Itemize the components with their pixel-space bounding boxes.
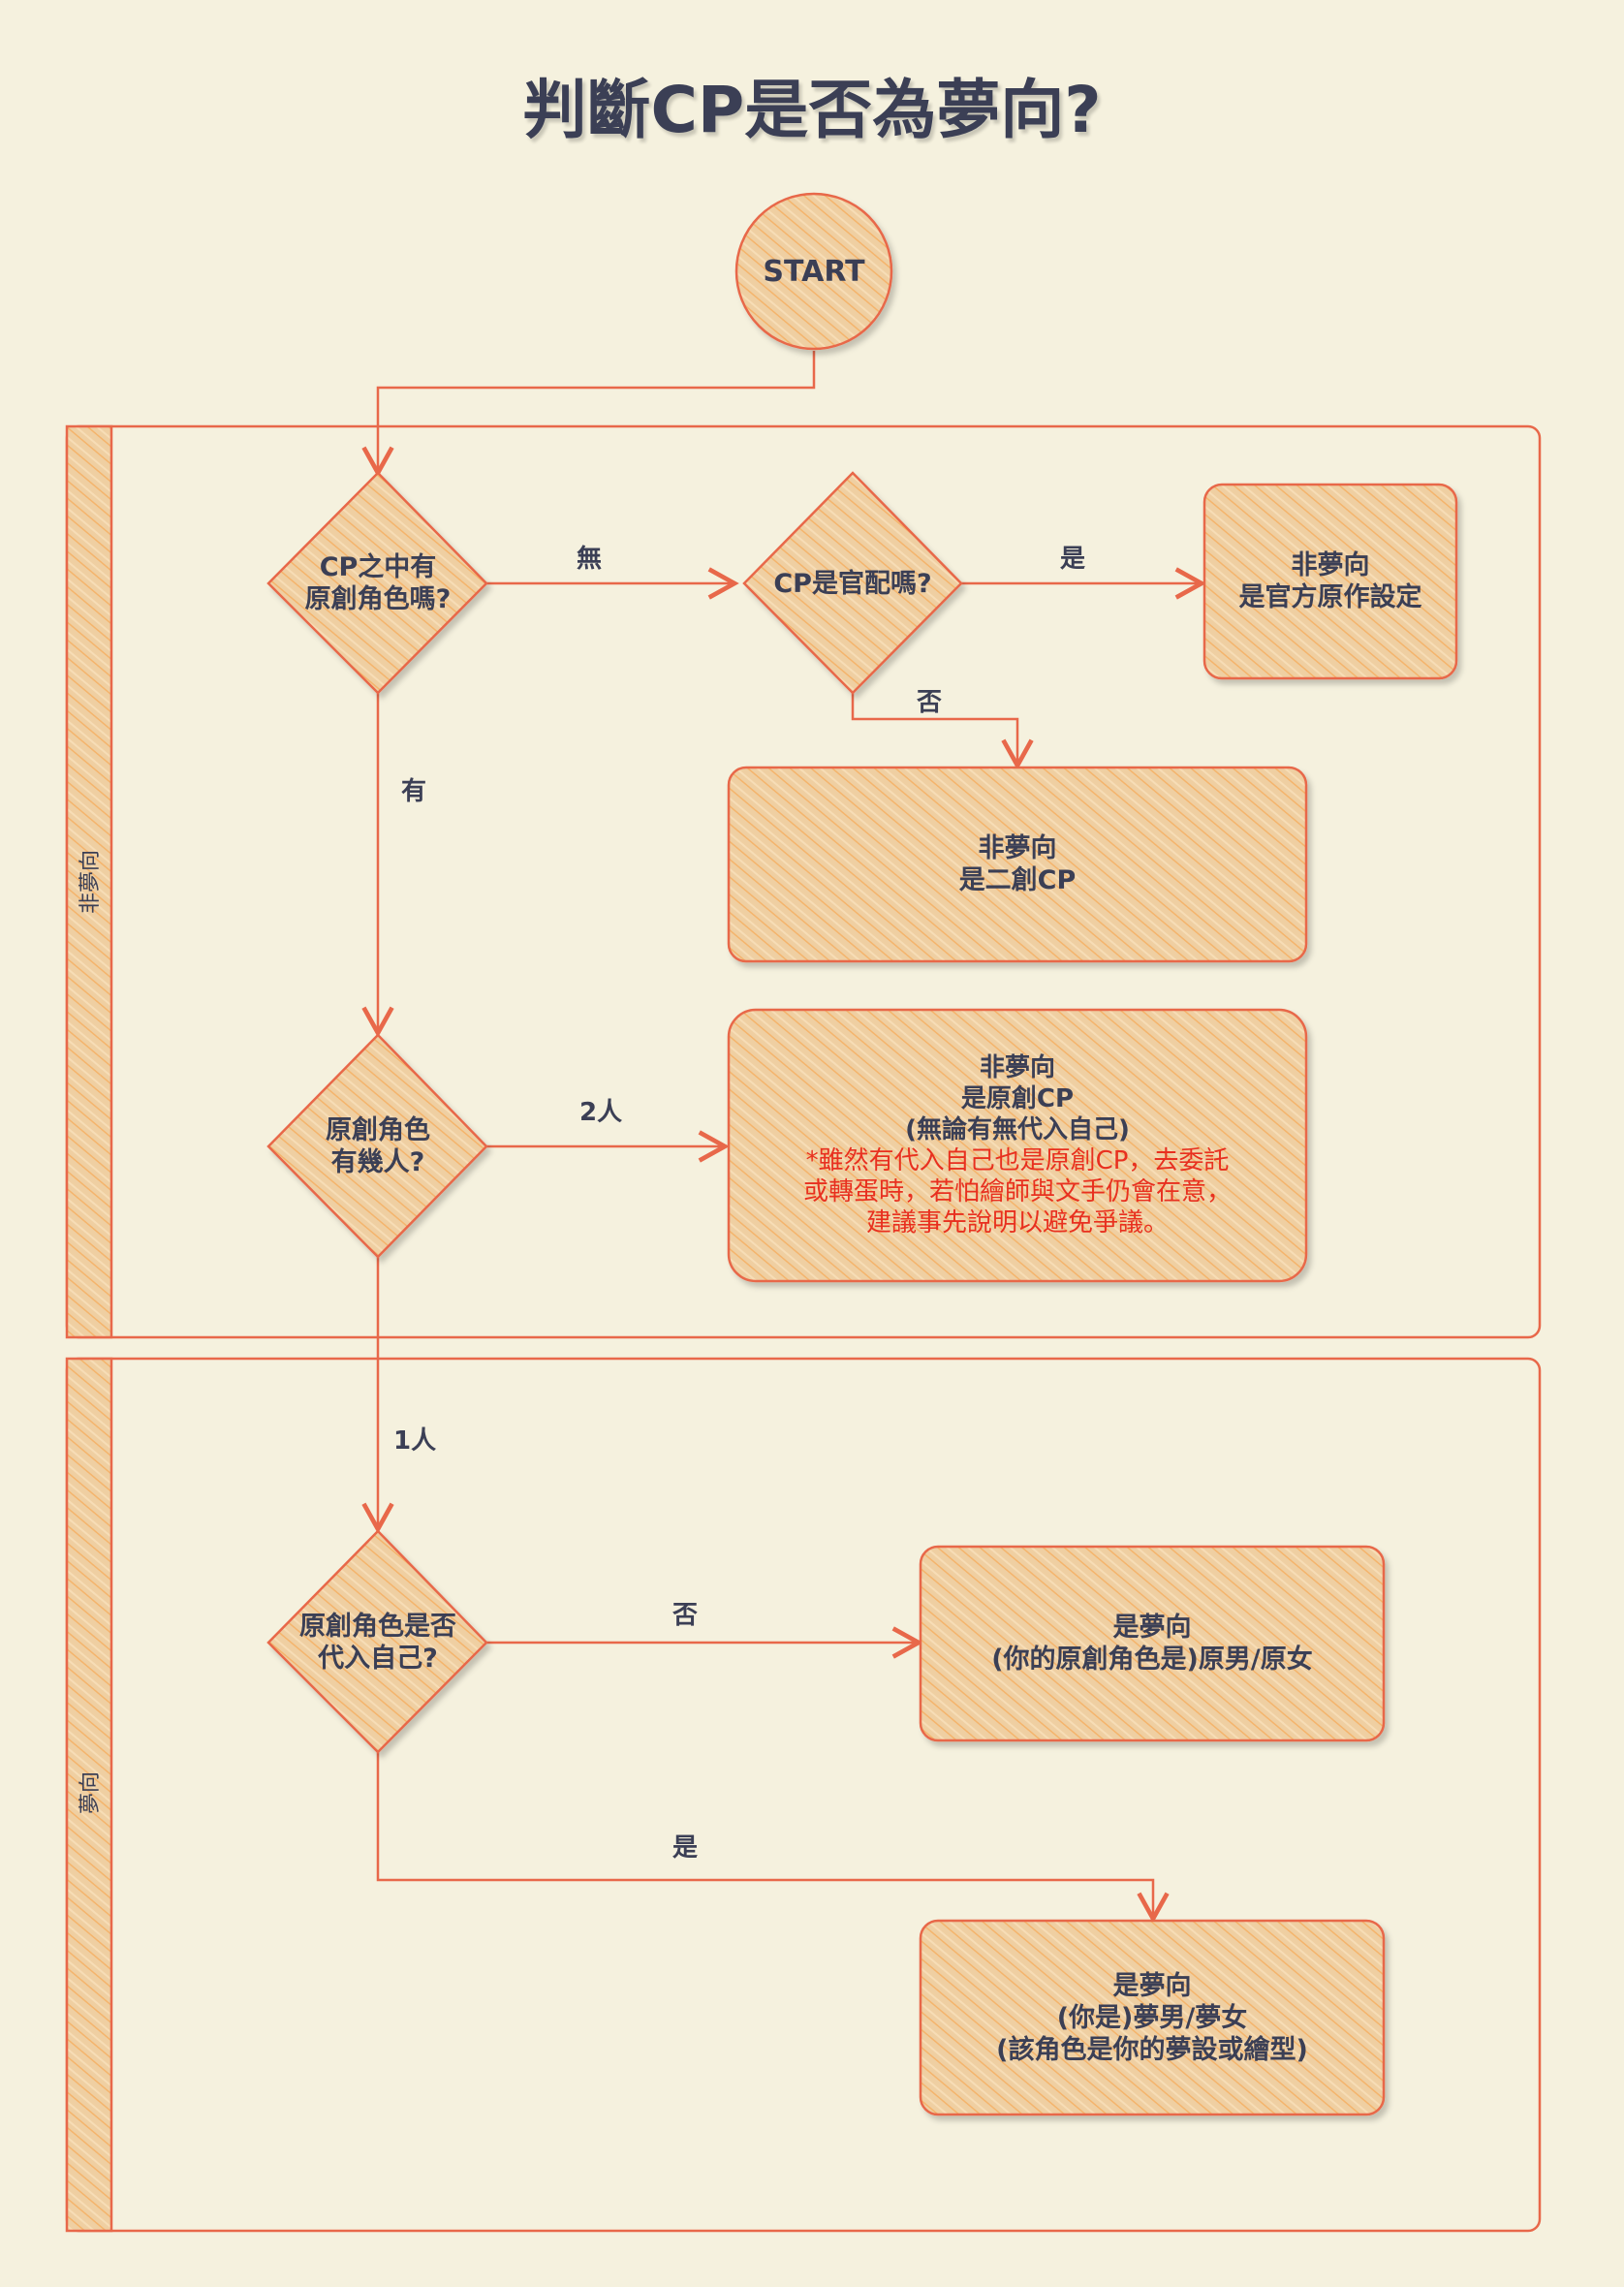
edge-label-yes-self: 是: [672, 1833, 699, 1863]
shapes: [266, 192, 1458, 2116]
q-count-label: 原創角色有幾人?: [326, 1115, 430, 1177]
start-node: [734, 192, 893, 351]
q-original-label: CP之中有原創角色嗎?: [304, 552, 452, 614]
result-original-char: [919, 1545, 1386, 1742]
note-line: 或轉蛋時，若怕繪師與文手仍會在意，: [802, 1177, 1232, 1206]
r-dream-label: 是夢向(你是)夢男/夢女(該角色是你的夢設或繪型): [996, 1970, 1308, 2065]
r-original-char-label: 是夢向(你的原創角色是)原男/原女: [991, 1613, 1313, 1675]
edge-no-official: [851, 693, 1034, 770]
q-self-label: 原創角色是否代入自己?: [299, 1612, 456, 1674]
note-line: *雖然有代入自己也是原創CP，去委託: [805, 1146, 1230, 1175]
page-title: 判斷CP是否為夢向?: [522, 73, 1102, 147]
r-official-label: 非夢向是官方原作設定: [1238, 550, 1422, 612]
decision-official: [742, 471, 963, 695]
result-fanwork: [727, 766, 1308, 963]
decision-count: [266, 1033, 488, 1259]
result-original-cp: [727, 1008, 1308, 1283]
edge-label-no-self: 否: [672, 1601, 699, 1630]
r-original-cp-label: 非夢向 是原創CP (無論有無代入自己) *雖然有代入自己也是原創CP，去委託 …: [802, 1053, 1232, 1237]
connectors: [361, 351, 1206, 1924]
edge-start-to-q-original: [361, 351, 816, 478]
start-label: START: [763, 254, 865, 289]
result-official: [1202, 483, 1458, 680]
lane-label-non-dream: 非夢向: [78, 849, 104, 915]
edge-label-one: 1人: [393, 1426, 437, 1456]
edge-label-none: 無: [577, 545, 603, 574]
result-dream: [919, 1919, 1386, 2116]
edge-label-two: 2人: [579, 1098, 623, 1127]
lane-dream: [65, 1357, 1542, 2233]
decision-has-original: [266, 471, 488, 695]
q-official-label: CP是官配嗎?: [773, 568, 932, 599]
edge-yes-self: [376, 1752, 1170, 1924]
note-line: 建議事先說明以避免爭議。: [865, 1208, 1169, 1237]
lane-non-dream: [65, 424, 1542, 1339]
edge-label-yes-official: 是: [1060, 545, 1086, 574]
edge-label-no-official: 否: [917, 688, 943, 717]
decision-self: [266, 1529, 488, 1754]
edge-label-has: 有: [401, 777, 427, 806]
lane-label-dream: 夢向: [78, 1770, 104, 1815]
r-fanwork-label: 非夢向是二創CP: [958, 833, 1077, 895]
